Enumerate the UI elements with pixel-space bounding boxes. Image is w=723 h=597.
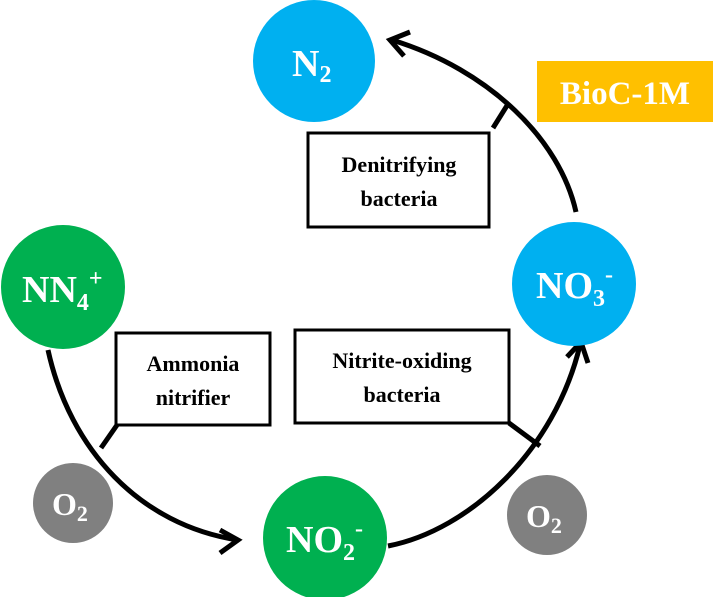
- o2-right-sub: 2: [551, 513, 562, 538]
- nitrite-box: [293, 328, 511, 425]
- o2-left-sub: 2: [77, 501, 88, 526]
- arrow-no2-to-no3: [387, 344, 583, 549]
- n2-sub: 2: [319, 62, 331, 88]
- node-no2: NO2-: [263, 476, 387, 597]
- nh4-sub: 4: [77, 290, 89, 316]
- connector-nitrite: [507, 420, 542, 449]
- n2-text: N: [292, 43, 319, 85]
- no3-sub: 3: [593, 286, 605, 312]
- ammonia-box: [114, 331, 272, 427]
- svg-text:O2: O2: [52, 486, 88, 526]
- nitrite-line1: Nitrite-oxiding: [332, 348, 471, 373]
- node-o2-right: O2: [507, 475, 587, 555]
- ammonia-line2: nitrifier: [156, 385, 231, 410]
- o2-right-text: O: [526, 498, 551, 534]
- denitrifying-line2: bacteria: [361, 186, 438, 211]
- o2-left-text: O: [52, 486, 77, 522]
- no2-text: NO: [286, 519, 343, 561]
- svg-text:NN4+: NN4+: [22, 266, 103, 316]
- svg-text:NO3-: NO3-: [536, 262, 613, 312]
- svg-text:N2: N2: [292, 43, 331, 88]
- nitrite-line2: bacteria: [364, 382, 441, 407]
- bioc-tag: BioC-1M: [560, 76, 690, 112]
- n2-circle: [253, 0, 375, 122]
- bioc-tag-box: [537, 61, 713, 122]
- connector-denitrifying: [490, 102, 511, 130]
- nh4-circle: [1, 225, 125, 349]
- denitrifying-line1: Denitrifying: [342, 152, 457, 177]
- o2-right-circle: [507, 475, 587, 555]
- ammonia-line1: Ammonia: [147, 351, 240, 376]
- no2-sup: -: [355, 516, 363, 542]
- arrowhead-n2: [385, 29, 411, 58]
- denitrifying-box: [306, 131, 491, 229]
- nh4-sup: +: [89, 266, 103, 292]
- node-nh4: NN4+: [1, 225, 125, 349]
- connector-ammonia: [98, 423, 120, 450]
- no3-text: NO: [536, 265, 593, 307]
- nh4-text: NN: [22, 269, 77, 311]
- svg-text:NO2-: NO2-: [286, 516, 363, 566]
- no3-circle: [512, 222, 636, 346]
- arrowhead-no2: [218, 527, 243, 556]
- no2-circle: [263, 476, 387, 597]
- no3-sup: -: [605, 262, 613, 288]
- o2-left-circle: [33, 463, 113, 543]
- arrow-no3-to-n2: [391, 37, 579, 213]
- arrow-nh4-to-no2: [45, 349, 239, 543]
- svg-text:O2: O2: [526, 498, 562, 538]
- node-n2: N2: [253, 0, 375, 122]
- node-no3: NO3-: [512, 222, 636, 346]
- no2-sub: 2: [343, 540, 355, 566]
- node-o2-left: O2: [33, 463, 113, 543]
